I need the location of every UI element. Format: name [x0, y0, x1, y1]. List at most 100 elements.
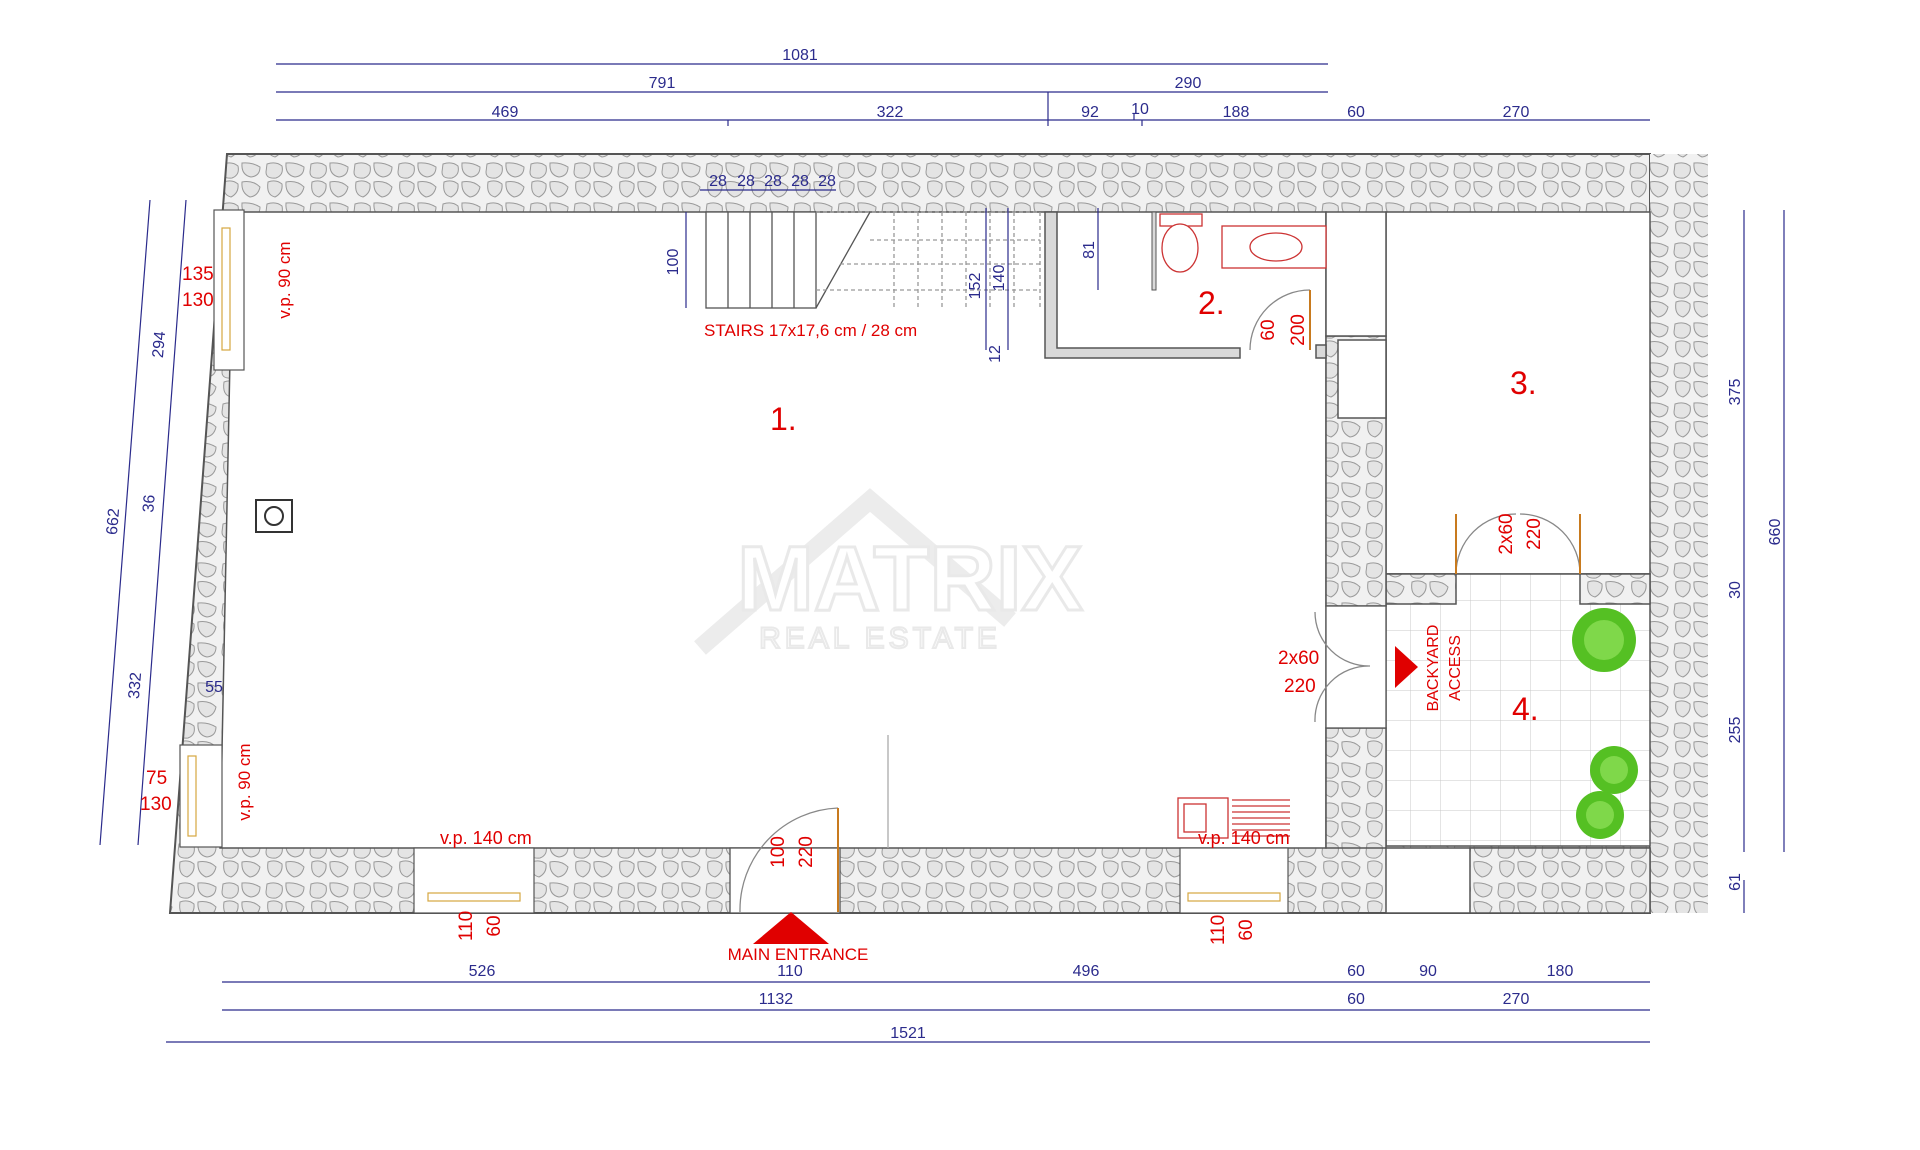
backyard-label-2: ACCESS [1447, 635, 1464, 701]
room-labels: 1. 2. 3. 4. [770, 285, 1539, 727]
window-left-bottom-height: 130 [140, 794, 172, 815]
bath-wall-segment [1151, 211, 1157, 291]
dim-right-c: 255 [1727, 717, 1744, 744]
dim-top-b: 290 [1175, 75, 1202, 92]
dim-top-c4: 10 [1131, 101, 1149, 118]
window-bottom-right-height: 60 [1236, 919, 1257, 940]
window-bottom-left-width: 110 [456, 911, 477, 941]
main-door-opening [729, 847, 841, 914]
dim-top-c7: 270 [1503, 104, 1530, 121]
washbasin-icon [1249, 232, 1303, 262]
bath-door-width: 60 [1258, 319, 1279, 340]
dim-top-total: 1081 [782, 47, 818, 64]
dim-bottom-d: 60 [1347, 963, 1365, 980]
watermark-brand: MATRIX [737, 528, 1083, 630]
main-entrance-arrow [753, 912, 829, 944]
window-left-top-width: 135 [182, 264, 214, 285]
dim-bottom-e: 90 [1419, 963, 1437, 980]
main-door-width: 100 [768, 836, 789, 868]
backyard-door-height: 220 [1284, 676, 1316, 697]
window-left-bottom [179, 744, 223, 848]
window-bottom-right [1179, 847, 1289, 914]
room3-door-width: 2x60 [1496, 513, 1517, 554]
wall-pier [1385, 573, 1457, 605]
dim-bottom-i: 270 [1503, 991, 1530, 1008]
stairs-break-line [815, 211, 871, 309]
toilet-icon [1161, 223, 1199, 273]
room3-door-height: 220 [1524, 518, 1545, 550]
dim-stair-run: 100 [665, 249, 682, 276]
dim-stair-step: 28 [764, 173, 782, 190]
room-label-1: 1. [770, 401, 797, 437]
dim-bottom-h: 60 [1347, 991, 1365, 1008]
dim-bottom-total: 1521 [890, 1025, 926, 1042]
dim-left-small: 55 [205, 679, 223, 696]
dimension-texts: 1081 791 290 469 322 92 10 188 60 270 28… [104, 47, 1784, 1042]
window-bottom-right-sill: v.p. 140 cm [1198, 828, 1290, 848]
main-door-swing [739, 807, 839, 913]
backyard-label-1: BACKYARD [1425, 625, 1442, 712]
dim-left-outer: 662 [104, 507, 123, 535]
fixtures [1159, 213, 1327, 839]
backyard-door-width: 2x60 [1278, 648, 1319, 669]
dim-bath: 81 [1081, 241, 1098, 259]
dim-left-inner-c: 332 [126, 671, 145, 699]
main-door-height: 220 [796, 836, 817, 868]
drainboard-icon [1232, 799, 1290, 837]
bath-door-swing [1249, 289, 1311, 351]
dim-right-a: 375 [1727, 379, 1744, 406]
dim-right-outer: 660 [1767, 519, 1784, 546]
windows [179, 209, 1289, 914]
window-left-top-height: 130 [182, 290, 214, 311]
dim-left-inner-a: 294 [150, 330, 169, 358]
main-entrance-label: MAIN ENTRANCE [728, 945, 869, 964]
room-label-4: 4. [1512, 691, 1539, 727]
dim-stair-b: 140 [991, 265, 1008, 292]
dim-top-c5: 188 [1223, 104, 1250, 121]
watermark-sub: REAL ESTATE [759, 622, 1001, 655]
partition-wall-upper [1325, 211, 1387, 337]
partition-wall [1325, 727, 1387, 849]
window-left-bottom-width: 75 [146, 768, 167, 789]
bathroom-partition [1315, 344, 1327, 359]
wall-pier [1579, 573, 1651, 605]
dim-top-a: 791 [649, 75, 676, 92]
plants [1572, 608, 1638, 839]
dim-left-inner-b: 36 [140, 494, 158, 513]
dim-stair-a: 152 [967, 273, 984, 300]
room-label-3: 3. [1510, 365, 1537, 401]
stairs-solid [705, 211, 817, 309]
stairs-label: STAIRS 17x17,6 cm / 28 cm [704, 321, 917, 340]
kitchen-sink-bowl [1183, 803, 1207, 833]
stairs-hidden [816, 211, 1040, 308]
dim-stair-step: 28 [791, 173, 809, 190]
dim-bottom-c: 496 [1073, 963, 1100, 980]
window-bottom-left [413, 847, 535, 914]
chimney-flue-icon [255, 499, 293, 533]
window-bottom-right-width: 110 [1208, 915, 1229, 945]
room-label-2: 2. [1198, 285, 1225, 321]
wall-bottom-room4-stone [1469, 847, 1651, 914]
walls [168, 153, 1708, 914]
dim-bottom-b: 110 [777, 963, 803, 980]
doors [729, 289, 1581, 944]
window-left-bottom-sill: v.p. 90 cm [235, 743, 254, 820]
dim-top-c1: 469 [492, 104, 519, 121]
chimney-block [1337, 339, 1387, 419]
stairs [705, 211, 1041, 309]
dim-top-c2: 322 [877, 104, 904, 121]
dim-bottom-g: 1132 [759, 991, 794, 1008]
bath-door-height: 200 [1288, 314, 1309, 346]
annotations: STAIRS 17x17,6 cm / 28 cm MAIN ENTRANCE … [140, 241, 1545, 964]
window-bottom-left-sill: v.p. 140 cm [440, 828, 532, 848]
bathroom-partition [1044, 211, 1241, 359]
window-left-top-sill: v.p. 90 cm [275, 241, 294, 318]
dim-right-d: 61 [1727, 873, 1744, 891]
window-bottom-left-height: 60 [484, 915, 505, 936]
dim-stair-step: 28 [737, 173, 755, 190]
dim-stair-step: 28 [818, 173, 836, 190]
dim-stair-c: 12 [987, 345, 1004, 363]
dim-top-c3: 92 [1081, 104, 1099, 121]
backyard-arrow [1395, 646, 1418, 688]
